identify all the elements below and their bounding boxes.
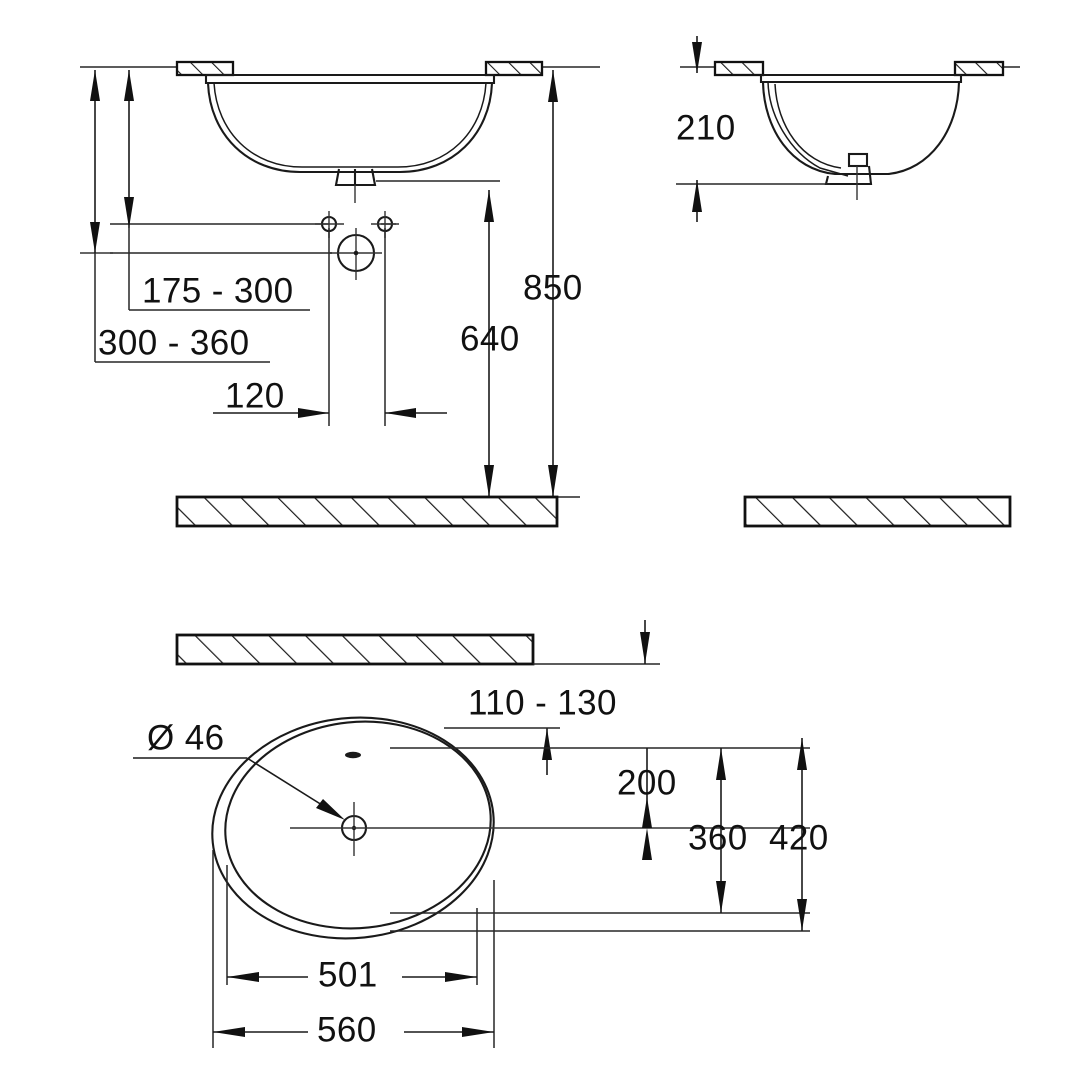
dimension-501: 501 [227, 955, 477, 996]
floor-slab-side [743, 495, 1012, 528]
dimension-label-dia-46: Ø 46 [147, 718, 224, 757]
side-bowl-outer-profile [761, 81, 961, 176]
dimension-420: 420 [769, 738, 829, 931]
basin-outer-rim-ellipse [211, 716, 495, 940]
dimension-560: 560 [213, 1010, 494, 1051]
basin-inner-bowl-ellipse [224, 720, 492, 930]
dimension-label-640: 640 [460, 319, 520, 358]
dimension-label-175-300: 175 - 300 [142, 271, 294, 310]
tap-hole-detail-group [80, 211, 399, 426]
basin-plan-outlines [211, 716, 495, 940]
side-elevation-view: 210 [676, 36, 1020, 528]
dimension-label-110-130: 110 - 130 [468, 683, 617, 722]
dimension-label-300-360: 300 - 360 [98, 323, 250, 362]
dimension-210: 210 [676, 36, 736, 222]
plan-countertop-slab [175, 633, 535, 666]
front-elevation-view: 175 - 300 300 - 360 120 640 [80, 60, 600, 528]
dimension-label-210: 210 [676, 108, 736, 147]
dimension-360: 360 [688, 748, 748, 913]
dimension-300-360: 300 - 360 [90, 70, 270, 363]
countertop-slab-right [484, 60, 544, 77]
dimension-label-360: 360 [688, 818, 748, 857]
dimension-110-130: 110 - 130 [444, 620, 660, 775]
dimension-label-850: 850 [523, 268, 583, 307]
dimension-label-420: 420 [769, 818, 829, 857]
dimension-label-120: 120 [225, 376, 285, 415]
side-bowl-overflow-curve [767, 81, 849, 177]
side-bowl-inner-profile [774, 83, 842, 169]
dimension-200: 200 [617, 748, 677, 860]
overflow-slot [345, 751, 361, 759]
dimension-640: 640 [460, 190, 520, 497]
basin-bowl-inner-profile [213, 82, 487, 168]
dimension-label-200: 200 [617, 763, 677, 802]
plan-view: 110 - 130 Ø 46 [133, 620, 829, 1051]
side-countertop-slab-left [713, 60, 765, 77]
floor-slab-front [175, 495, 559, 528]
countertop-slab-left [175, 60, 235, 77]
side-drain-boss [824, 152, 873, 200]
dimension-dia-46: Ø 46 [133, 718, 345, 820]
dimension-120: 120 [213, 376, 447, 418]
dimension-175-300: 175 - 300 [124, 70, 310, 311]
dimension-label-501: 501 [318, 955, 378, 994]
basin-rim-band [204, 73, 496, 85]
dimension-label-560: 560 [317, 1010, 377, 1049]
side-basin-rim-band [759, 73, 963, 84]
basin-bowl-outer-profile [206, 82, 494, 174]
side-countertop-slab-right [953, 60, 1005, 77]
